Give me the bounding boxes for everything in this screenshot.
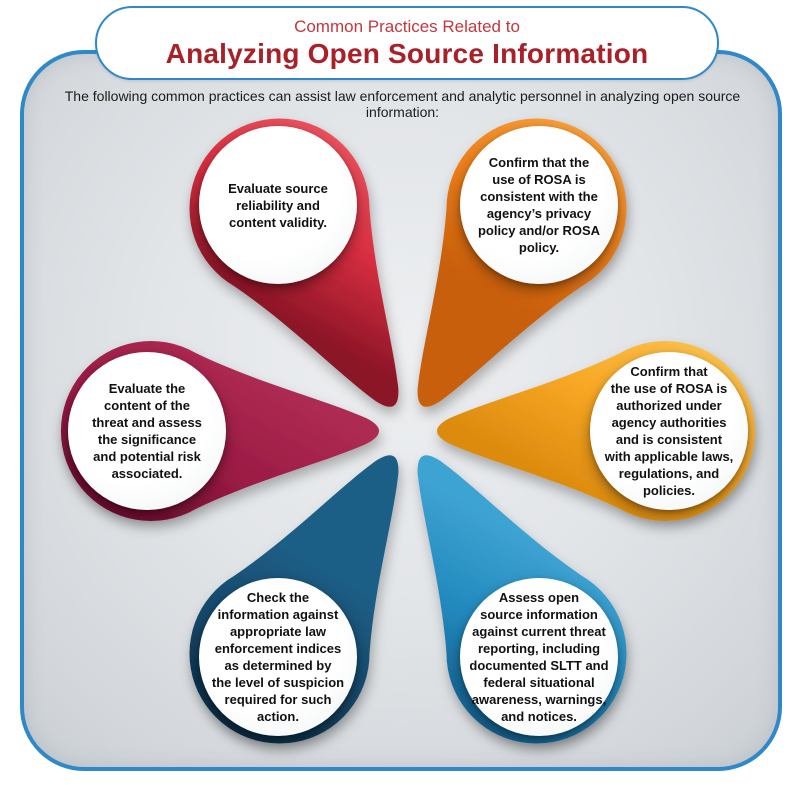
petal-circle-evaluate-threat-content: Evaluate the content of the threat and a… <box>68 352 226 510</box>
petal-circle-assess-threat-reporting: Assess open source information against c… <box>460 578 618 736</box>
petal-label: Confirm that the use of ROSA is authoriz… <box>604 364 734 498</box>
petal-label: Assess open source information against c… <box>469 590 609 724</box>
petal-circle-confirm-rosa-authorized: Confirm that the use of ROSA is authoriz… <box>590 352 748 510</box>
petal-circle-confirm-rosa-privacy-policy: Confirm that the use of ROSA is consiste… <box>460 126 618 284</box>
title-line2: Analyzing Open Source Information <box>165 38 649 69</box>
petal-label: Evaluate source reliability and content … <box>228 180 328 230</box>
petal-circle-evaluate-source-reliability: Evaluate source reliability and content … <box>199 126 357 284</box>
petal-circle-check-law-enforcement-indices: Check the information against appropriat… <box>199 578 357 736</box>
petal-label: Evaluate the content of the threat and a… <box>92 381 202 481</box>
title-line1: Common Practices Related to <box>294 17 520 36</box>
petal-label: Check the information against appropriat… <box>211 590 345 724</box>
title-box: Common Practices Related to Analyzing Op… <box>95 6 719 80</box>
petal-label: Confirm that the use of ROSA is consiste… <box>477 155 601 255</box>
intro-text: The following common practices can assis… <box>64 88 741 120</box>
